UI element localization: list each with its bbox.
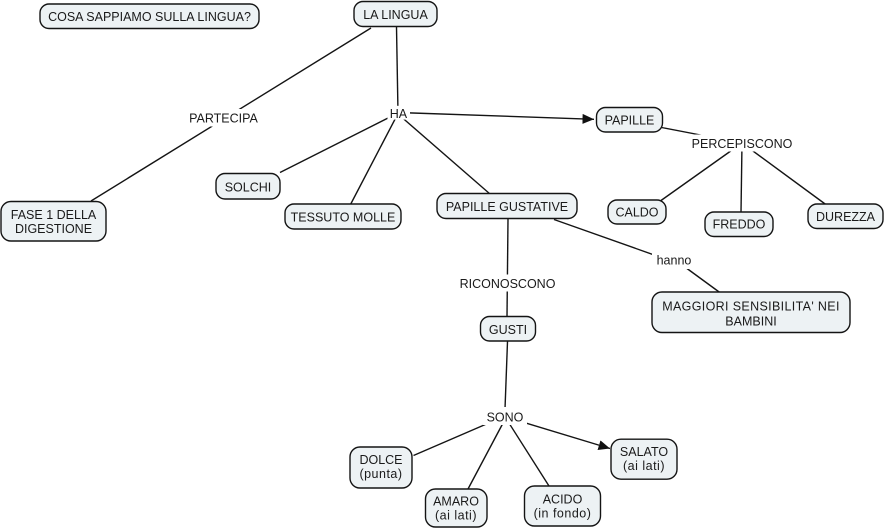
svg-text:FREDDO: FREDDO: [713, 218, 766, 232]
svg-text:hanno: hanno: [657, 253, 692, 267]
svg-text:(in fondo): (in fondo): [534, 506, 592, 520]
svg-text:LA LINGUA: LA LINGUA: [363, 8, 428, 22]
svg-text:DOLCE: DOLCE: [359, 453, 402, 467]
svg-text:(ai lati): (ai lati): [623, 459, 665, 473]
svg-text:SONO: SONO: [487, 410, 524, 424]
svg-text:MAGGIORI SENSIBILITA' NEI: MAGGIORI SENSIBILITA' NEI: [662, 300, 840, 314]
svg-text:PERCEPISCONO: PERCEPISCONO: [692, 137, 793, 151]
svg-text:GUSTI: GUSTI: [489, 323, 527, 337]
svg-text:(punta): (punta): [359, 467, 402, 481]
svg-text:DUREZZA: DUREZZA: [816, 210, 876, 224]
svg-text:PAPILLE: PAPILLE: [605, 114, 655, 128]
svg-text:PARTECIPA: PARTECIPA: [189, 111, 258, 125]
svg-text:DIGESTIONE: DIGESTIONE: [15, 222, 92, 236]
svg-text:(ai lati): (ai lati): [435, 509, 477, 523]
svg-text:SOLCHI: SOLCHI: [225, 181, 272, 195]
svg-text:ACIDO: ACIDO: [543, 492, 583, 506]
svg-text:RICONOSCONO: RICONOSCONO: [460, 277, 556, 291]
svg-text:SALATO: SALATO: [620, 445, 668, 459]
svg-text:COSA SAPPIAMO SULLA LINGUA?: COSA SAPPIAMO SULLA LINGUA?: [48, 10, 251, 24]
svg-text:BAMBINI: BAMBINI: [725, 314, 776, 328]
svg-text:FASE 1 DELLA: FASE 1 DELLA: [11, 208, 97, 222]
svg-text:PAPILLE GUSTATIVE: PAPILLE GUSTATIVE: [446, 200, 568, 214]
svg-text:AMARO: AMARO: [433, 495, 479, 509]
svg-text:HA: HA: [390, 107, 408, 121]
svg-text:TESSUTO MOLLE: TESSUTO MOLLE: [291, 211, 396, 225]
svg-text:CALDO: CALDO: [615, 206, 658, 220]
